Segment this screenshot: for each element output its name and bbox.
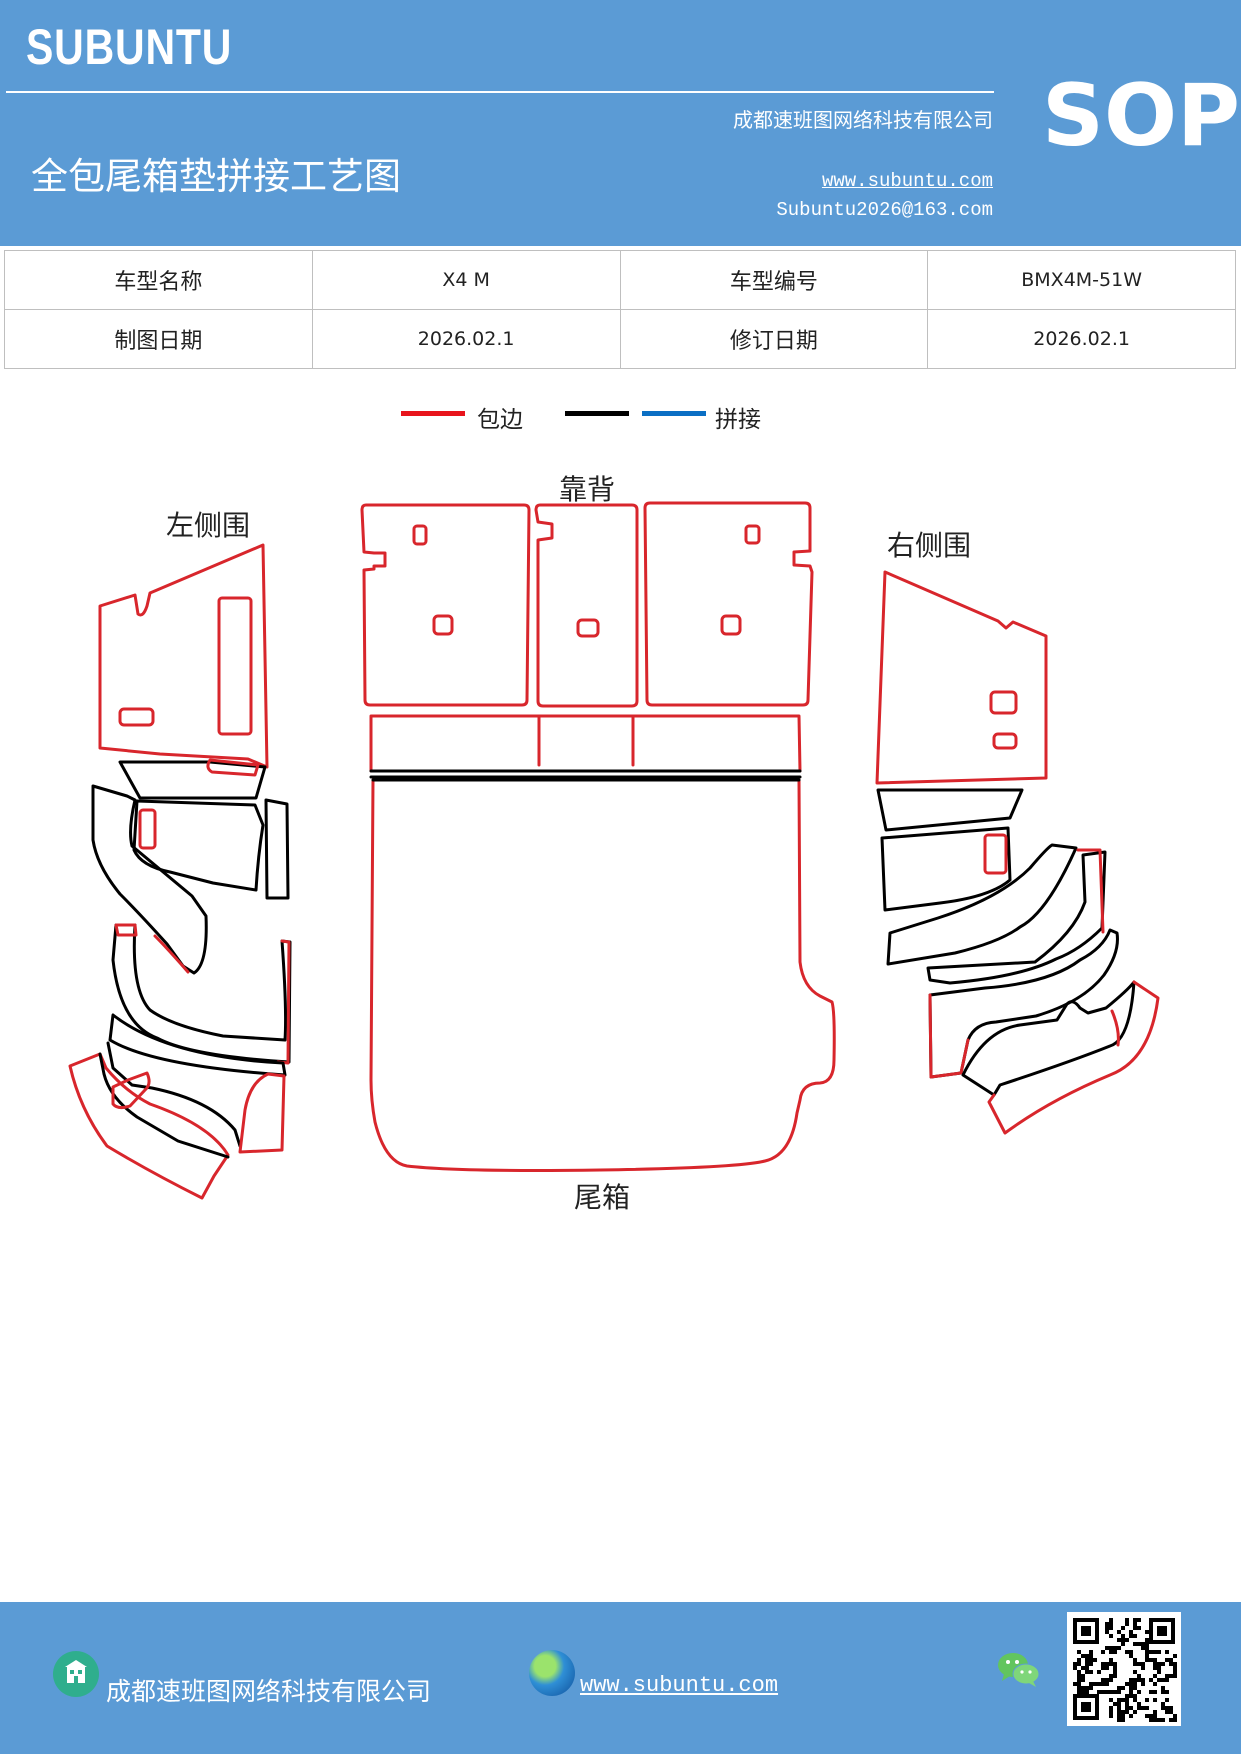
- qr-code[interactable]: [1067, 1612, 1181, 1726]
- model-name-value: X4 M: [311, 250, 621, 310]
- header-divider: [6, 91, 994, 93]
- header-email[interactable]: Subuntu2026@163.com: [776, 199, 993, 221]
- mat-pattern-drawing: [68, 501, 1160, 1200]
- backrest-middle-panel: [534, 503, 639, 708]
- globe-icon: [529, 1650, 575, 1696]
- legend-binding-swatch: [401, 411, 465, 416]
- header-banner: SUBUNTU SOP 全包尾箱垫拼接工艺图 成都速班图网络科技有限公司 www…: [0, 0, 1241, 246]
- table-row: 制图日期 2026.02.1 修订日期 2026.02.1: [4, 309, 1236, 369]
- right-side-pieces: [875, 570, 1160, 1135]
- draw-date-value: 2026.02.1: [311, 309, 621, 369]
- header-website-link[interactable]: www.subuntu.com: [821, 170, 993, 192]
- legend-seam-swatch: [642, 411, 706, 416]
- trunk-label: 尾箱: [574, 1181, 631, 1214]
- legend-binding-label: 包边: [477, 407, 523, 433]
- building-icon: [53, 1651, 99, 1697]
- backrest-strips: [369, 714, 802, 779]
- left-side-pieces: [68, 543, 292, 1200]
- table-row: 车型名称 X4 M 车型编号 BMX4M-51W: [4, 250, 1236, 310]
- model-name-label: 车型名称: [4, 250, 313, 310]
- footer-company: 成都速班图网络科技有限公司: [106, 1677, 432, 1706]
- legend-black-swatch: [565, 411, 629, 416]
- trunk-floor-panel: [369, 778, 836, 1172]
- backrest-pieces: [360, 501, 814, 708]
- backrest-label: 靠背: [559, 473, 616, 506]
- right-side-label: 右侧围: [887, 529, 972, 562]
- revision-date-label: 修订日期: [619, 309, 929, 369]
- header-company: 成都速班图网络科技有限公司: [733, 108, 993, 132]
- model-code-label: 车型编号: [619, 250, 929, 310]
- sop-mark: SOP: [1042, 66, 1241, 166]
- model-code-value: BMX4M-51W: [927, 250, 1236, 310]
- vehicle-info-table: 车型名称 X4 M 车型编号 BMX4M-51W 制图日期 2026.02.1 …: [4, 250, 1236, 369]
- legend: 包边 拼接: [0, 400, 1241, 440]
- document-title: 全包尾箱垫拼接工艺图: [31, 155, 401, 198]
- backrest-left-panel: [360, 503, 531, 707]
- draw-date-label: 制图日期: [4, 309, 313, 369]
- backrest-right-panel: [643, 501, 814, 707]
- footer-website-link[interactable]: www.subuntu.com: [580, 1673, 779, 1698]
- wechat-icon[interactable]: [996, 1650, 1042, 1694]
- brand-logo: SUBUNTU: [26, 19, 233, 75]
- legend-seam-label: 拼接: [715, 407, 761, 433]
- revision-date-value: 2026.02.1: [927, 309, 1236, 369]
- left-side-label: 左侧围: [166, 509, 251, 542]
